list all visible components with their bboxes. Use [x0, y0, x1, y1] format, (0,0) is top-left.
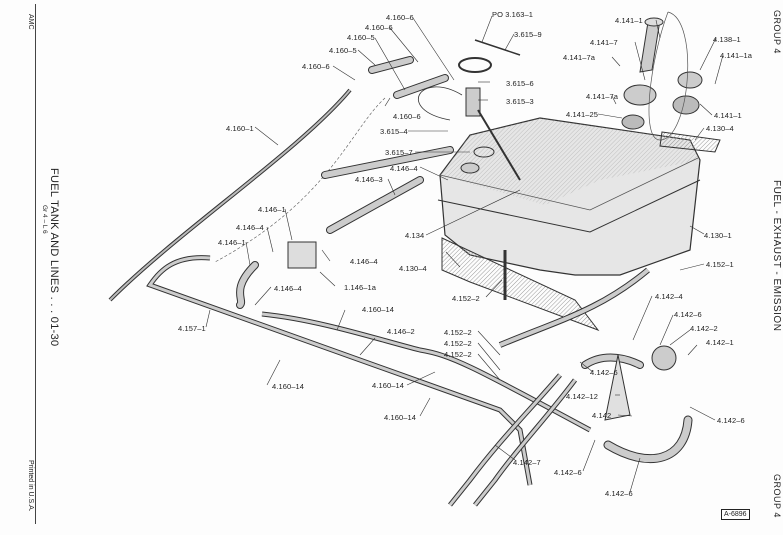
- callout-label: 4.142–6: [590, 368, 618, 377]
- callout-label: 4.160–14: [384, 413, 417, 422]
- callout-label: 4.152–2: [444, 350, 472, 359]
- callout-label: 4.146–2: [387, 327, 415, 336]
- tank-strap: [498, 250, 650, 348]
- callout-label: 4.160–6: [302, 62, 330, 71]
- callout-label: 3.615–4: [380, 127, 408, 136]
- callout-label: 3.615–6: [506, 79, 534, 88]
- sending-unit: [418, 39, 521, 181]
- callout-label: 4.146–1: [218, 238, 246, 247]
- callout-label: 4.152–2: [452, 294, 480, 303]
- callout-label: 4.141–7a: [563, 53, 596, 62]
- callout-label: 4.130–1: [704, 231, 732, 240]
- callout-label: 4.160–6: [365, 23, 393, 32]
- callout-label: 4.142–4: [655, 292, 683, 301]
- callout-label: 4.141–7a: [586, 92, 619, 101]
- callout-label: 4.146–4: [236, 223, 264, 232]
- callout-label: 1.146–1a: [344, 283, 377, 292]
- callout-label: 4.160–14: [272, 382, 305, 391]
- callout-label: 4.130–4: [399, 264, 427, 273]
- callout-label: 4.160–1: [226, 124, 254, 133]
- callout-label: 4.141–1: [615, 16, 643, 25]
- callout-label: 4.146–4: [274, 284, 302, 293]
- vent-hoses: [108, 56, 449, 302]
- callout-label: 4.142–6: [554, 468, 582, 477]
- vapor-canister: [581, 345, 693, 464]
- leader-lines: [205, 15, 724, 493]
- callout-label: 3.615–3: [506, 97, 534, 106]
- callout-label: 4.146–4: [390, 164, 418, 173]
- callout-label: 4.152–2: [444, 339, 472, 348]
- callout-label: 4.141–7: [590, 38, 618, 47]
- callout-label: 4.146–4: [350, 257, 378, 266]
- callout-label: 4.160–6: [386, 13, 414, 22]
- callout-label: 4.160–5: [347, 33, 375, 42]
- callout-label: 3.615–9: [514, 30, 542, 39]
- callout-label: 4.142–6: [605, 489, 633, 498]
- callout-label: 4.141–1a: [720, 51, 753, 60]
- callout-label: 4.160–14: [372, 381, 405, 390]
- callout-label: 4.130–4: [706, 124, 734, 133]
- skid-plate: [441, 131, 721, 332]
- callout-label: 4.141–1: [714, 111, 742, 120]
- callout-label: 4.142–12: [566, 392, 599, 401]
- filler-neck: [621, 11, 703, 141]
- callout-label: 3.615–7: [385, 148, 413, 157]
- callout-label: 4.134: [405, 231, 425, 240]
- callout-label: 4.146–1: [258, 205, 286, 214]
- callout-label: 4.142–7: [513, 458, 541, 467]
- callout-label: 4.152–1: [706, 260, 734, 269]
- callout-label: 4.160–14: [362, 305, 395, 314]
- fuel-filter: [236, 146, 454, 309]
- callout-label: 4.152–2: [444, 328, 472, 337]
- callout-label: 4.157–1: [178, 324, 206, 333]
- figure-id-badge: A-6896: [721, 509, 750, 520]
- callout-label: 4.160–5: [329, 46, 357, 55]
- left-margin-rule: [35, 4, 36, 524]
- fuel-tank: [437, 117, 701, 276]
- callout-label: 4.142–2: [690, 324, 718, 333]
- callout-label: 4.160–6: [393, 112, 421, 121]
- callout-label: 4.141–25: [566, 110, 599, 119]
- callout-label: 4.142–1: [706, 338, 734, 347]
- callout-label: 4.142: [592, 411, 612, 420]
- fuel-lines: [146, 255, 592, 507]
- callout-label: 4.138–1: [713, 35, 741, 44]
- callout-label: 4.142–6: [717, 416, 745, 425]
- callout-label: PO 3.163–1: [492, 10, 534, 19]
- callout-label: 4.146–3: [355, 175, 383, 184]
- callout-label: 4.142–6: [674, 310, 702, 319]
